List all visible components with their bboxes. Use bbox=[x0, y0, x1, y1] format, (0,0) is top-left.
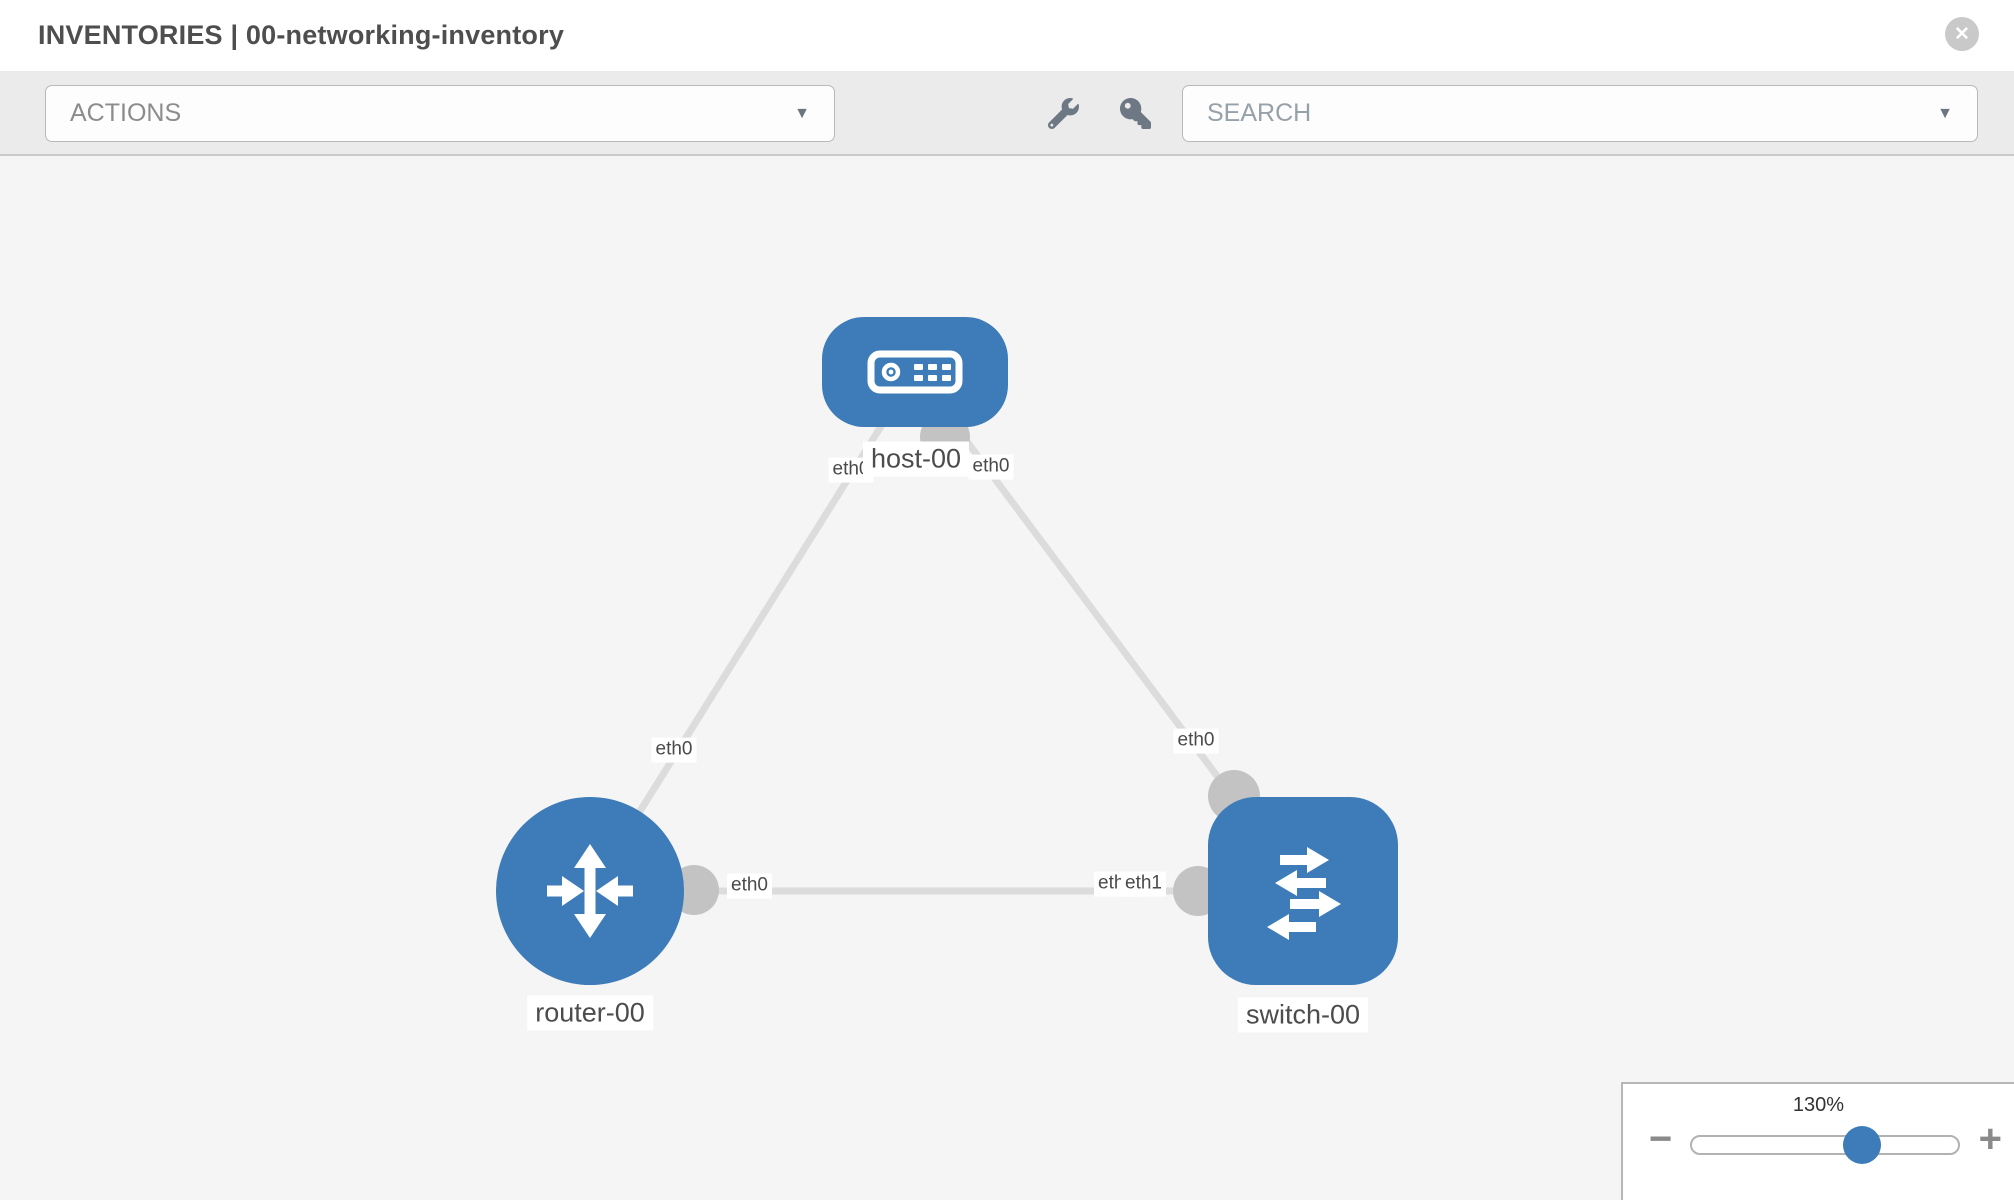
switch-icon bbox=[1248, 836, 1358, 946]
interface-label: eth0 bbox=[727, 873, 772, 899]
zoom-slider[interactable] bbox=[1690, 1126, 1960, 1164]
zoom-level: 130% bbox=[1792, 1094, 1845, 1116]
router-icon bbox=[534, 835, 646, 947]
node-label-switch-00: switch-00 bbox=[1237, 997, 1369, 1033]
node-label-router-00: router-00 bbox=[527, 995, 653, 1031]
wrench-icon[interactable] bbox=[1046, 97, 1080, 131]
close-button[interactable]: ✕ bbox=[1945, 17, 1979, 51]
interface-label: eth0 bbox=[1173, 728, 1219, 754]
host-icon bbox=[867, 350, 963, 394]
node-router-00[interactable] bbox=[496, 797, 684, 985]
zoom-slider-thumb[interactable] bbox=[1843, 1126, 1882, 1164]
node-host-00[interactable] bbox=[822, 317, 1008, 427]
chevron-down-icon: ▼ bbox=[1937, 104, 1953, 122]
search-placeholder: SEARCH bbox=[1207, 99, 1312, 127]
toolbar-icons bbox=[1046, 85, 1152, 142]
toolbar: ACTIONS ▼ SEARCH ▼ bbox=[0, 71, 2014, 156]
page-title: INVENTORIES | 00-networking-inventory bbox=[38, 20, 565, 50]
interface-label: eth0 bbox=[651, 737, 697, 763]
zoom-in-button[interactable]: + bbox=[1978, 1117, 2002, 1161]
node-label-host-00: host-00 bbox=[862, 441, 970, 477]
zoom-out-button[interactable]: − bbox=[1649, 1117, 1673, 1161]
actions-dropdown-label: ACTIONS bbox=[70, 99, 182, 127]
interface-label: eth1 bbox=[1121, 871, 1166, 897]
key-icon[interactable] bbox=[1118, 97, 1152, 131]
chevron-down-icon: ▼ bbox=[794, 104, 810, 122]
interface-label: eth0 bbox=[968, 454, 1014, 480]
header: INVENTORIES | 00-networking-inventory ✕ bbox=[0, 0, 2014, 71]
close-icon: ✕ bbox=[1954, 23, 1970, 45]
zoom-slider-row: − + bbox=[1623, 1117, 2014, 1167]
search-dropdown[interactable]: SEARCH ▼ bbox=[1182, 85, 1978, 142]
actions-dropdown[interactable]: ACTIONS ▼ bbox=[45, 85, 835, 142]
zoom-panel: 130% − + bbox=[1621, 1082, 2014, 1200]
node-switch-00[interactable] bbox=[1208, 797, 1398, 985]
